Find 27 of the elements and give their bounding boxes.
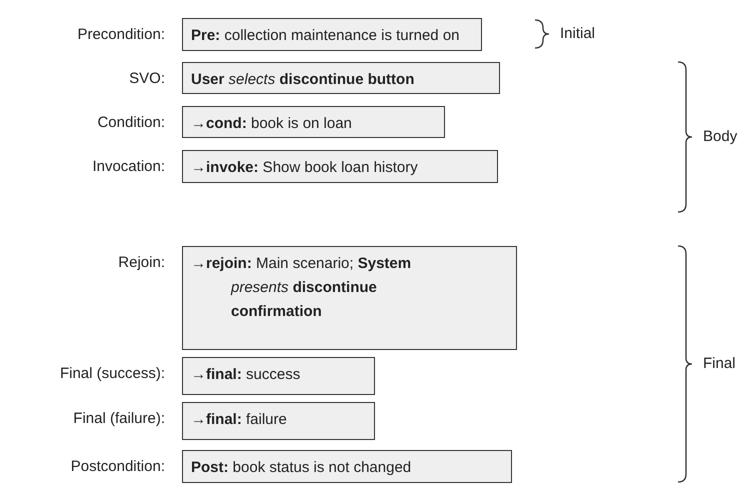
row-label: Final (success):: [58, 364, 165, 384]
step-box: [182, 150, 498, 183]
step-text: User selects discontinue button: [191, 70, 416, 90]
step-box: [182, 18, 482, 51]
step-text: Pre: collection maintenance is turned on: [191, 26, 460, 46]
step-box: [182, 357, 375, 395]
section-label: Body: [703, 127, 738, 147]
step-text: →final: success: [191, 365, 302, 385]
row-label: Postcondition:: [70, 457, 165, 477]
row-label: Invocation:: [91, 157, 165, 177]
step-text: →rejoin: Main scenario; System presents discontinue confirmation: [191, 254, 412, 322]
row-label: Final (failure):: [72, 409, 165, 429]
step-text: Post: book status is not changed: [191, 458, 412, 478]
step-box: [182, 450, 512, 483]
step-box: [182, 246, 517, 350]
step-text: →invoke: Show book loan history: [191, 158, 419, 178]
step-box: [182, 106, 445, 138]
row-label: SVO:: [128, 69, 165, 89]
section-label: Final: [703, 354, 736, 374]
section-label: Initial: [560, 24, 596, 44]
row-label: Precondition:: [76, 25, 165, 45]
step-text: →final: failure: [191, 410, 288, 430]
step-box: [182, 62, 500, 94]
step-box: [182, 402, 375, 440]
step-text: →cond: book is on loan: [191, 114, 353, 134]
row-label: Rejoin:: [117, 253, 165, 273]
row-label: Condition:: [96, 113, 165, 133]
